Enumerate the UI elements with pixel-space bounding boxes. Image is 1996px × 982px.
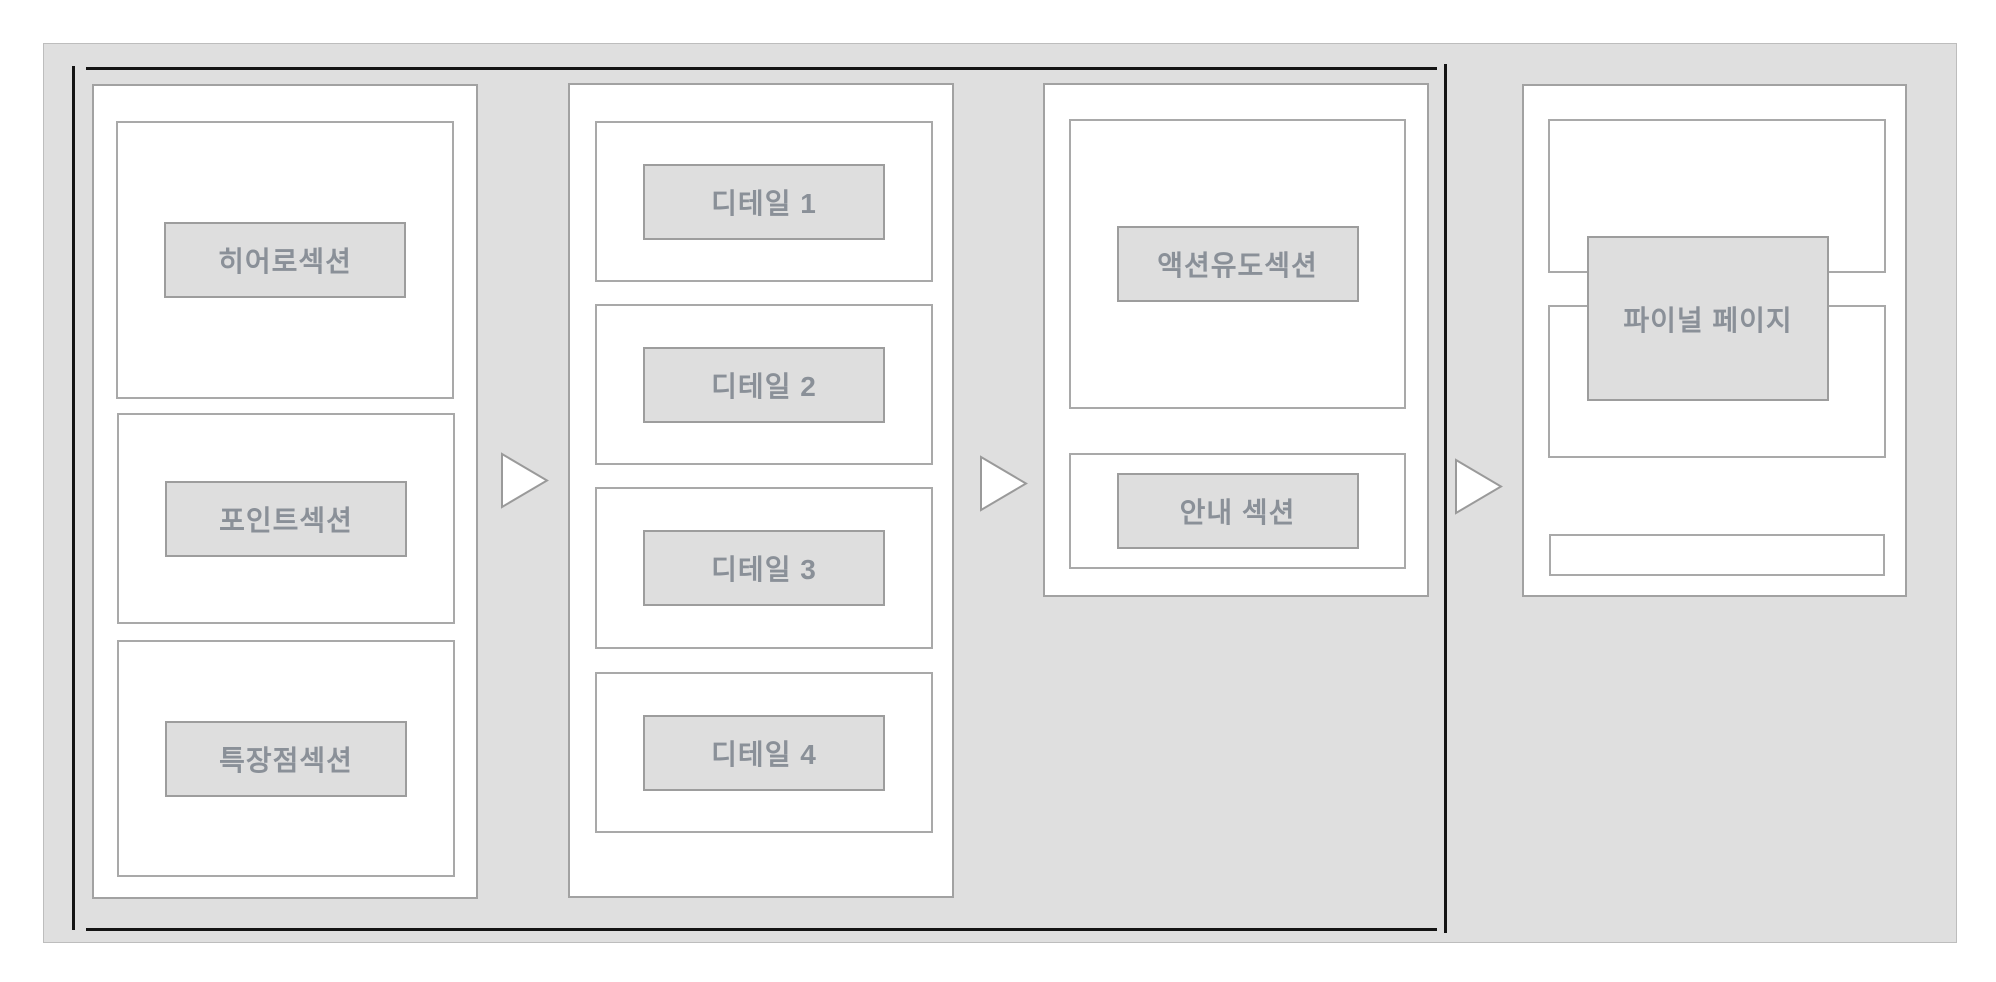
section-placeholder: 포인트섹션 bbox=[117, 413, 455, 624]
frame-line-bottom bbox=[86, 928, 1437, 931]
section-label-box: 디테일 4 bbox=[643, 714, 885, 791]
section-label: 디테일 2 bbox=[711, 370, 817, 402]
page-panel-2: 디테일 1 디테일 2 디테일 3 디테일 4 bbox=[568, 83, 954, 898]
section-placeholder: 특장점섹션 bbox=[117, 640, 455, 877]
flow-arrow-right-icon bbox=[501, 452, 549, 509]
section-placeholder: 디테일 1 bbox=[595, 121, 933, 282]
section-placeholder: 안내 섹션 bbox=[1069, 453, 1406, 569]
final-page-label: 파이널 페이지 bbox=[1623, 304, 1793, 336]
section-label: 액션유도섹션 bbox=[1157, 250, 1318, 281]
section-label-box: 히어로섹션 bbox=[164, 222, 406, 298]
section-label-box: 특장점섹션 bbox=[165, 720, 407, 797]
section-label: 디테일 4 bbox=[711, 738, 817, 770]
section-placeholder: 디테일 3 bbox=[595, 487, 933, 649]
final-page-label-box: 파이널 페이지 bbox=[1587, 236, 1829, 401]
section-label: 디테일 3 bbox=[711, 554, 817, 585]
section-label-box: 디테일 3 bbox=[643, 530, 885, 606]
section-placeholder: 히어로섹션 bbox=[116, 121, 454, 399]
section-placeholder: 디테일 4 bbox=[595, 672, 933, 833]
section-label: 포인트섹션 bbox=[219, 504, 353, 536]
section-placeholder: 액션유도섹션 bbox=[1069, 119, 1406, 409]
page-panel-3: 액션유도섹션 안내 섹션 bbox=[1043, 83, 1429, 597]
section-label-box: 포인트섹션 bbox=[165, 480, 407, 557]
section-placeholder: 디테일 2 bbox=[595, 304, 933, 465]
section-label: 특장점섹션 bbox=[219, 744, 353, 776]
page-panel-1: 히어로섹션 포인트섹션 특장점섹션 bbox=[92, 84, 478, 899]
section-label-box: 디테일 1 bbox=[643, 163, 885, 240]
frame-line-left bbox=[72, 66, 75, 930]
flow-arrow-right-icon bbox=[1455, 458, 1503, 515]
footer-bar-placeholder bbox=[1549, 534, 1885, 576]
section-label: 디테일 1 bbox=[711, 187, 817, 219]
section-label-box: 안내 섹션 bbox=[1116, 473, 1359, 549]
section-label-box: 디테일 2 bbox=[643, 346, 885, 423]
frame-line-right bbox=[1444, 64, 1447, 933]
section-label-box: 액션유도섹션 bbox=[1116, 226, 1359, 302]
section-label: 안내 섹션 bbox=[1179, 497, 1296, 528]
frame-line-top bbox=[86, 67, 1437, 70]
flow-arrow-right-icon bbox=[980, 455, 1028, 512]
section-label: 히어로섹션 bbox=[218, 246, 352, 277]
page-panel-4: 파이널 페이지 bbox=[1522, 84, 1907, 597]
